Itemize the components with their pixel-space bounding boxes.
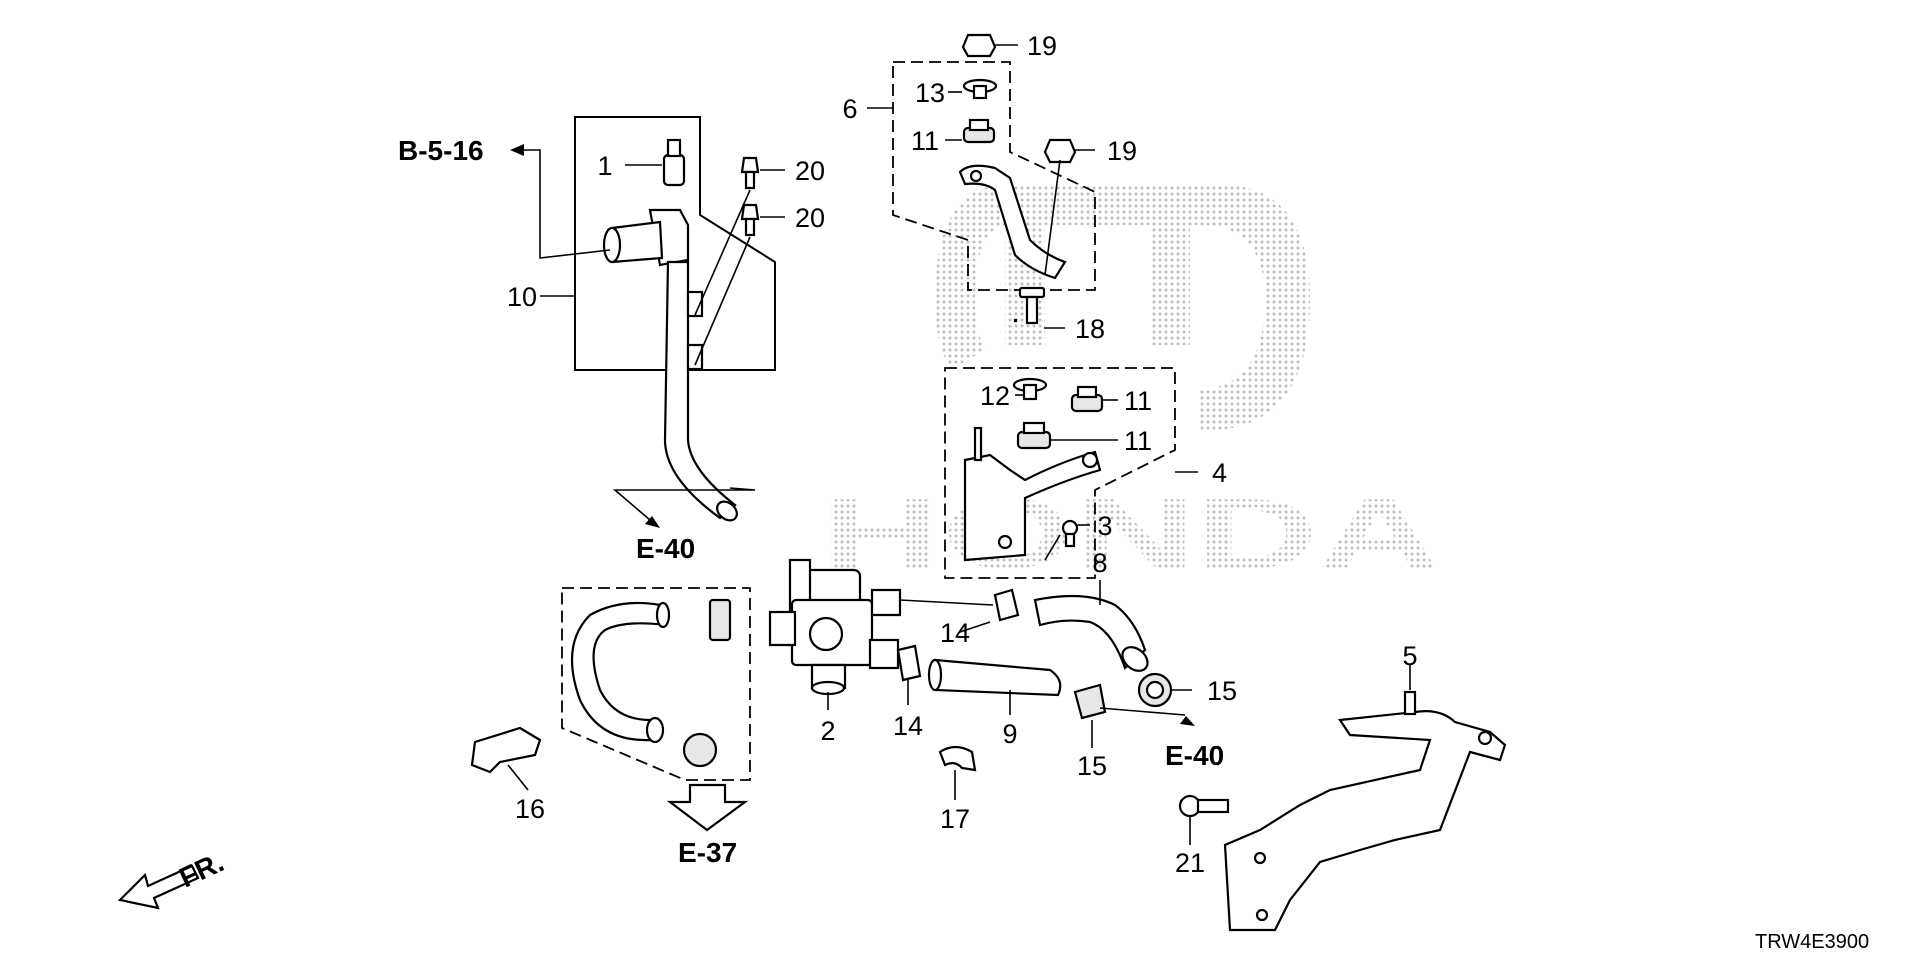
group-frame-10 [574, 116, 776, 371]
group-frame-6 [892, 61, 1096, 291]
part-14-clamp-upper [993, 588, 1020, 622]
part-19-nut-top [961, 33, 997, 58]
part-17-clip [938, 745, 977, 772]
label-part-10: 10 [507, 282, 537, 312]
part-14-clamp-lower [896, 644, 922, 682]
part-21-bolt [1178, 794, 1230, 818]
label-part-20-lower: 20 [795, 203, 825, 233]
group-frame-4 [944, 367, 1176, 579]
label-part-2: 2 [820, 716, 835, 746]
label-part-14-upper: 14 [940, 618, 970, 648]
part-11-mount-upper [962, 118, 996, 144]
part-3-screw [1061, 519, 1079, 548]
label-part-20-upper: 20 [795, 156, 825, 186]
label-part-19-top: 19 [1027, 31, 1057, 61]
ref-label-e-37: E-37 [678, 837, 737, 868]
label-part-9: 9 [1002, 719, 1017, 749]
label-part-6: 6 [842, 94, 857, 124]
part-16-clip [470, 726, 542, 774]
ref-arrow-e-40-upper [612, 487, 756, 528]
part-number-labels: 1 2 3 4 5 6 8 9 10 11 11 11 12 13 14 14 … [507, 31, 1418, 878]
ref-label-b-5-16: B-5-16 [398, 135, 484, 166]
label-part-15-lower: 15 [1077, 751, 1107, 781]
part-15-clamp-right [1137, 672, 1173, 708]
honda-watermark-text: HONDA [820, 478, 1440, 590]
label-part-13: 13 [915, 78, 945, 108]
label-part-21: 21 [1175, 848, 1205, 878]
label-part-8: 8 [1092, 548, 1107, 578]
part-13-grommet [962, 78, 998, 100]
ref-label-e-40-lower: E-40 [1165, 740, 1224, 771]
label-part-16: 16 [515, 794, 545, 824]
label-part-18: 18 [1075, 314, 1105, 344]
label-part-19-mid: 19 [1107, 136, 1137, 166]
part-19-nut-mid [1043, 138, 1077, 164]
part-20-bolt-upper [740, 156, 760, 190]
part-8-hose [1033, 594, 1149, 672]
ref-arrow-b-5-16 [510, 144, 611, 259]
label-part-14-lower: 14 [893, 711, 923, 741]
e37-hose-group [570, 598, 732, 768]
reference-labels: B-5-16 E-40 E-40 E-37 FR. [174, 135, 1224, 893]
label-part-17: 17 [940, 804, 970, 834]
part-15-clamp-lower [1073, 683, 1107, 720]
label-part-12: 12 [980, 381, 1010, 411]
part-5-bracket-assembly [1223, 690, 1507, 932]
label-part-15-right: 15 [1207, 676, 1237, 706]
label-part-3: 3 [1097, 511, 1112, 541]
front-arrow-label: FR. [174, 846, 228, 893]
ref-arrow-e-37 [666, 783, 749, 832]
part-11-mount-lower [1013, 318, 1052, 450]
part-20-bolt-lower [740, 203, 760, 237]
part-4-bracket [963, 426, 1102, 562]
part-11-mount-right [1070, 385, 1104, 413]
group-frame-e37 [561, 587, 751, 781]
part-6-bracket [958, 164, 1067, 280]
ref-label-e-40-upper: E-40 [636, 533, 695, 564]
part-18-bolt [1018, 286, 1046, 325]
part-9-hose [927, 658, 1062, 697]
label-part-11-right: 11 [1124, 386, 1152, 416]
diagram-code: TRW4E3900 [1755, 931, 1869, 953]
label-part-1: 1 [597, 151, 612, 181]
part-10-water-pipe [602, 208, 738, 522]
label-part-11-lower: 11 [1124, 426, 1152, 456]
label-part-5: 5 [1402, 641, 1417, 671]
leader-lines [507, 44, 1411, 845]
part-1-bleeder [662, 138, 686, 187]
ref-arrow-e-40-lower [1099, 700, 1195, 726]
part-12-collar [1012, 377, 1048, 401]
label-part-4: 4 [1212, 458, 1227, 488]
label-part-11-upper: 11 [911, 126, 939, 156]
part-2-water-valve [768, 558, 902, 696]
front-direction-arrow [117, 864, 200, 910]
